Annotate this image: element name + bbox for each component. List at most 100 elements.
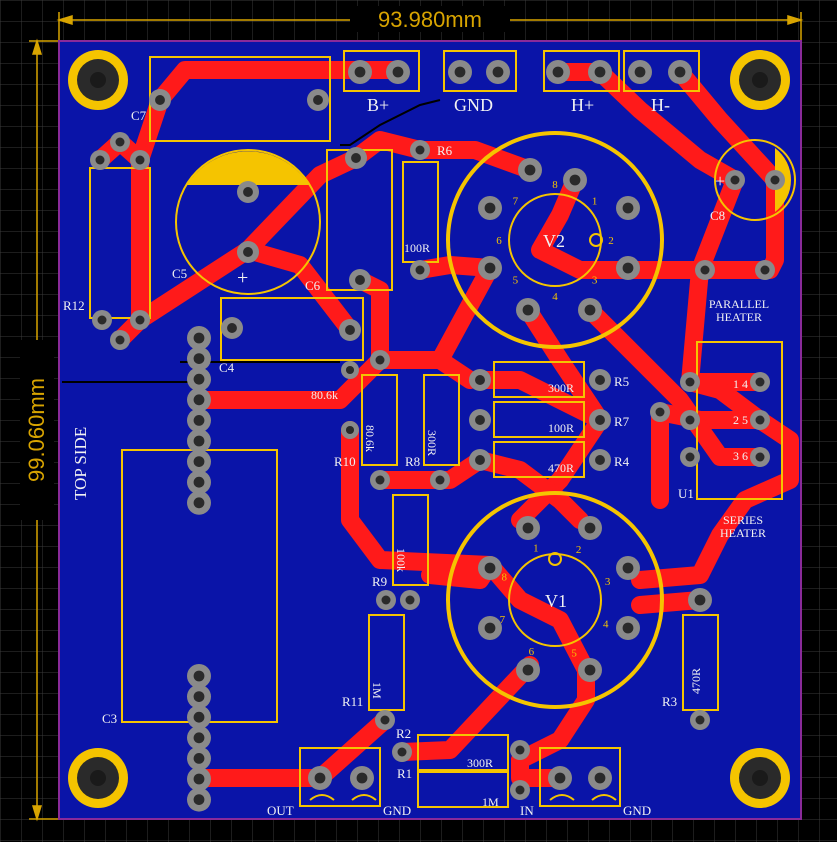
pad [486,60,510,84]
connector-in-label: IN [520,803,534,818]
value-r-470r-b: 470R [689,668,703,694]
pad [588,60,612,84]
mounting-holes [68,50,790,808]
label-r2: R2 [396,726,411,741]
tube-pin-number: 3 [592,275,598,287]
heater-labels: PARALLEL HEATER SERIES HEATER 1 4 2 5 3 … [709,297,769,540]
value-r-300r-a: 300R [425,430,439,456]
pad [448,60,472,84]
label-r4: R4 [614,454,630,469]
pad [149,89,171,111]
connector-in-gnd-label: GND [623,803,651,818]
pad [237,241,259,263]
pad [469,449,491,471]
pad [478,616,502,640]
label-r11: R11 [342,694,363,709]
pad [345,147,367,169]
pad [187,705,211,730]
tube-pin-number: 1 [592,195,598,207]
tube-pin-number: 4 [603,619,609,631]
pad [187,367,211,392]
value-r-80-6k-b: 80.6k [363,425,377,452]
board-width-dimension: 93.980mm [378,7,482,32]
label-r7: R7 [614,414,630,429]
c5-plus-mark: + [237,267,248,289]
pad [187,387,211,412]
pad [187,449,211,474]
component-labels: C7 C5 C6 C4 C3 C8 R12 R6 R5 R7 R4 R10 R8… [63,108,725,781]
jumper-pins-14: 1 4 [733,377,748,391]
pad [589,369,611,391]
tube-pin-number: 1 [533,542,539,554]
pad [376,590,396,610]
pad [478,256,502,280]
label-c4: C4 [219,360,235,375]
value-r-100r-b: 100R [548,421,574,435]
label-r12: R12 [63,298,85,313]
pad [765,170,785,190]
parallel-heater-line2: HEATER [716,310,762,324]
value-r-1m-a: 1M [370,682,384,699]
pad [221,317,243,339]
label-c8: C8 [710,208,725,223]
parallel-heater-line1: PARALLEL [709,297,769,311]
mounting-hole-tl [68,50,128,110]
pad [589,409,611,431]
pad [187,664,211,688]
tube-pin-number: 2 [608,235,614,247]
tube-pin-number: 7 [500,614,506,626]
label-v1: V1 [545,591,567,611]
pad [650,402,670,422]
mounting-hole-bl [68,748,128,808]
pad [187,787,211,812]
pad [350,766,374,790]
pad [130,310,150,330]
pad [578,658,602,682]
pad [478,556,502,580]
value-r-100r-a: 100R [404,241,430,255]
pad [370,470,390,490]
label-r1: R1 [397,766,412,781]
pad [410,260,430,280]
pad [90,150,110,170]
tube-pin-number: 6 [496,235,502,247]
pad [469,409,491,431]
pad [516,658,540,682]
dimension-label-bg [20,340,54,520]
dimension-label-bg [350,6,510,32]
connector-gnd-label: GND [454,95,493,115]
pad [370,350,390,370]
pad [348,60,372,84]
pad [392,742,412,762]
value-labels: 100R 80.6k 80.6k 300R 300R 100R 470R 100… [311,241,703,809]
pad [546,60,570,84]
pad [92,310,112,330]
label-u1: U1 [678,486,694,501]
pad [680,372,700,392]
pads [90,60,785,812]
board-height-dimension: 99.060mm [24,378,49,482]
pad [518,158,542,182]
tube-pin-number: 2 [576,544,582,556]
pad [386,60,410,84]
pad [307,89,329,111]
pad [628,60,652,84]
pad [750,410,770,430]
pad [308,766,332,790]
pad [237,181,259,203]
connector-b-plus-label: B+ [367,95,389,115]
pad [725,170,745,190]
pad [187,346,211,371]
c5-polarity-band [187,151,309,185]
pad [110,132,130,152]
pad [548,766,572,790]
value-r-300r-b: 300R [548,381,574,395]
pad [510,780,530,800]
tube-pin-number: 7 [513,195,519,207]
pad [695,260,715,280]
pad [680,410,700,430]
pad [478,196,502,220]
pad [341,421,359,439]
